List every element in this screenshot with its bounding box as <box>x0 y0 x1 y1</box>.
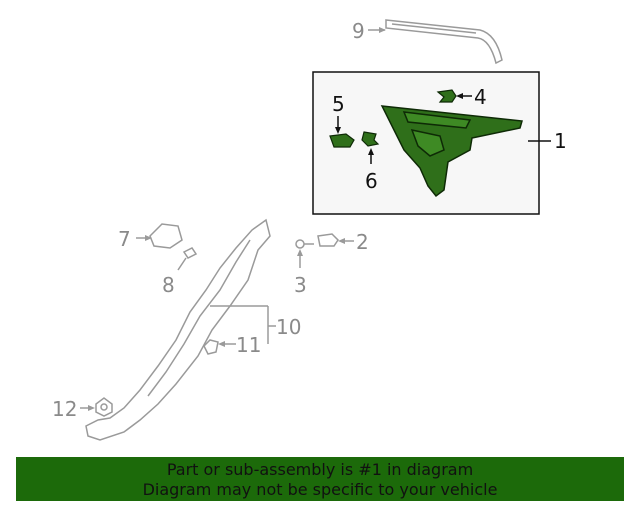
arrow-12 <box>88 405 95 411</box>
callout-12: 12 <box>52 397 77 421</box>
part-6-clip <box>361 131 380 147</box>
arrow-4 <box>456 93 463 99</box>
arrow-11 <box>218 341 225 347</box>
callout-2: 2 <box>356 230 369 254</box>
callout-3: 3 <box>294 273 307 297</box>
arrow-9 <box>379 27 386 33</box>
callout-10: 10 <box>276 315 301 339</box>
leader-8 <box>177 257 187 271</box>
arrow-5 <box>335 127 341 134</box>
parts-diagram: 9 1 4 5 6 2 3 7 <box>52 19 567 441</box>
callout-6: 6 <box>365 169 378 193</box>
callout-11: 11 <box>236 333 261 357</box>
part-10-pillar-trim <box>85 218 271 441</box>
arrow-6 <box>368 148 374 155</box>
callout-9: 9 <box>352 19 365 43</box>
part-8-fastener <box>182 247 198 259</box>
arrow-7 <box>145 235 152 241</box>
part-7-cap <box>149 223 183 249</box>
callout-7: 7 <box>118 227 131 251</box>
part-2-bracket <box>317 233 339 247</box>
part-12-nut <box>95 397 113 417</box>
part-4-clip <box>436 89 457 103</box>
part-5-retainer <box>329 133 355 148</box>
part-9-molding <box>385 19 503 65</box>
part-11-clip <box>203 339 219 355</box>
part-1-trim-panel <box>380 105 523 198</box>
part-3-screw <box>295 239 314 249</box>
arrow-2 <box>338 238 345 244</box>
arrow-3 <box>297 249 303 256</box>
part-info-banner: Part or sub-assembly is #1 in diagram Di… <box>16 457 624 501</box>
banner-line-2: Diagram may not be specific to your vehi… <box>142 480 498 499</box>
callout-1: 1 <box>554 129 567 153</box>
callout-5: 5 <box>332 92 345 116</box>
callout-4: 4 <box>474 85 487 109</box>
banner-line-1: Part or sub-assembly is #1 in diagram <box>166 460 474 479</box>
callout-8: 8 <box>162 273 175 297</box>
